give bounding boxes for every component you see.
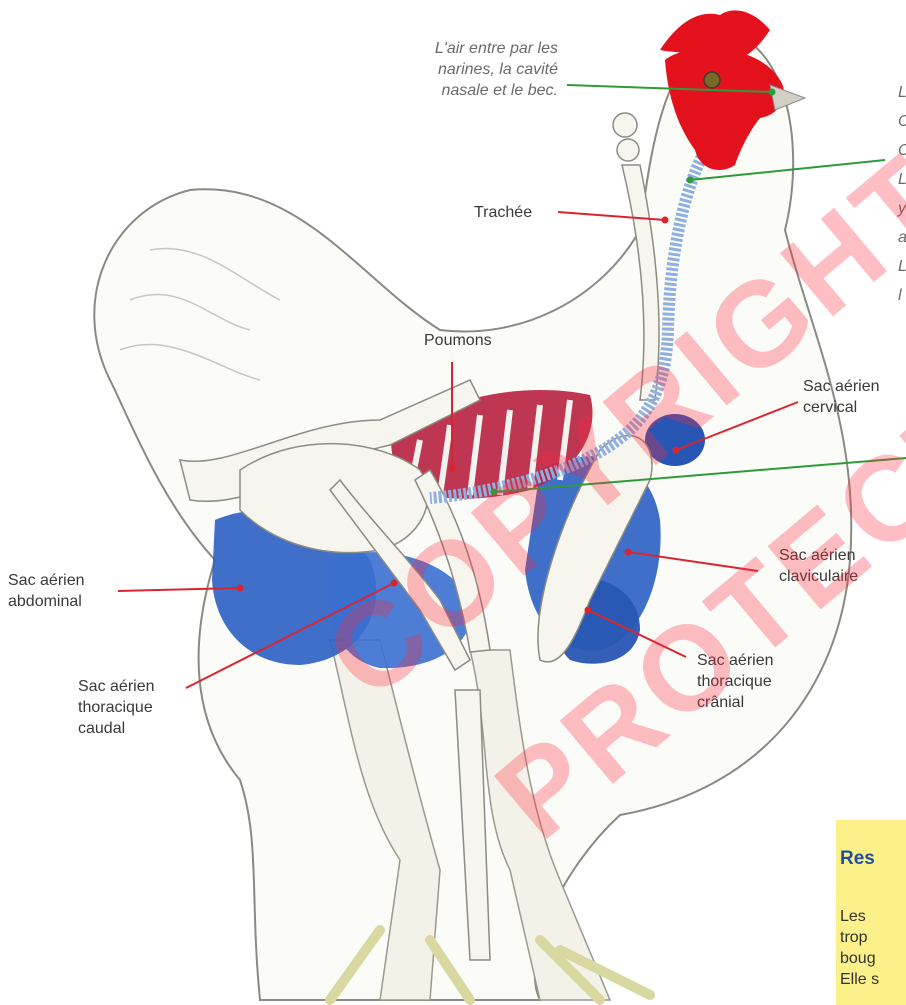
right-partial-1: L <box>898 78 906 107</box>
air-entry-line-3: nasale et le bec. <box>398 80 558 101</box>
summary-box-title: Res <box>840 848 875 870</box>
label-sac-cervical: Sac aérien cervical <box>803 376 880 418</box>
label-sac-thoracique-caudal: Sac aérien thoracique caudal <box>78 676 155 739</box>
summary-box-line-2: trop <box>840 927 879 948</box>
trachee-text: Trachée <box>474 202 532 223</box>
summary-box-line-4: Elle s <box>840 969 879 990</box>
sac-cervical-line-2: cervical <box>803 397 880 418</box>
air-entry-line-2: narines, la cavité <box>398 59 558 80</box>
sac-thoracique-caudal-line-2: thoracique <box>78 697 155 718</box>
label-sac-abdominal: Sac aérien abdominal <box>8 570 85 612</box>
summary-box-line-3: boug <box>840 948 879 969</box>
label-poumons: Poumons <box>424 330 492 351</box>
sac-abdominal-line-1: Sac aérien <box>8 570 85 591</box>
air-entry-line-1: L'air entre par les <box>398 38 558 59</box>
sac-abdominal-line-2: abdominal <box>8 591 85 612</box>
sac-thoracique-caudal-line-1: Sac aérien <box>78 676 155 697</box>
label-air-entry: L'air entre par les narines, la cavité n… <box>398 38 558 101</box>
summary-box-line-1: Les <box>840 906 879 927</box>
summary-box-body: Les trop boug Elle s <box>840 906 879 990</box>
right-partial-2: C <box>898 107 906 136</box>
label-trachee: Trachée <box>474 202 532 223</box>
poumons-text: Poumons <box>424 330 492 351</box>
sac-cervical-line-1: Sac aérien <box>803 376 880 397</box>
sac-thoracique-caudal-line-3: caudal <box>78 718 155 739</box>
summary-box: Res Les trop boug Elle s <box>836 820 906 1005</box>
